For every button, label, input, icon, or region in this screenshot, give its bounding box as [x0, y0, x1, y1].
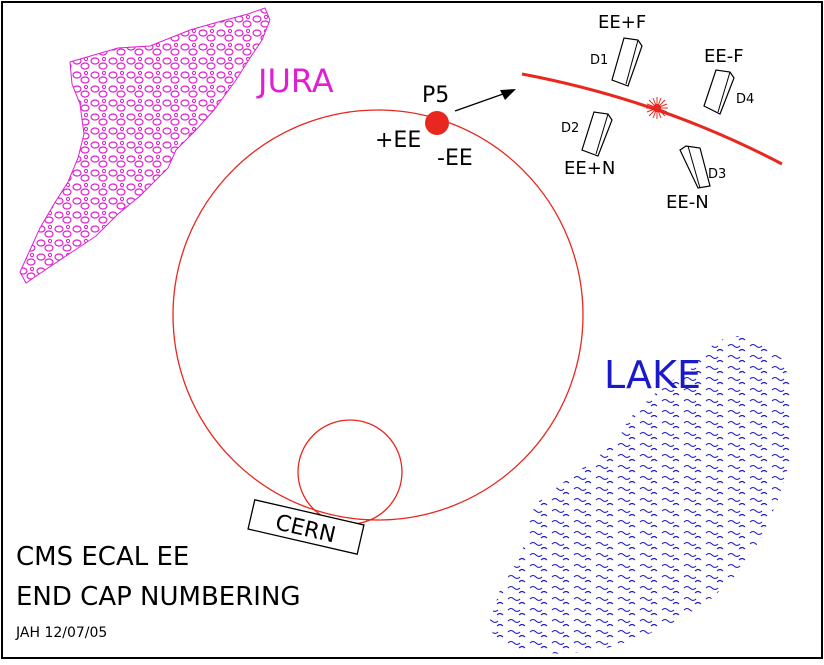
author-date: JAH 12/07/05 — [15, 625, 107, 641]
title-line-1: CMS ECAL EE — [16, 542, 189, 572]
endcap-ee-plus-f: EE+F D1 — [590, 12, 646, 87]
endcap-ee-minus-f-label: EE-F — [704, 46, 744, 67]
endcap-ee-plus-f-disk: D1 — [590, 53, 608, 68]
plus-ee-label: +EE — [375, 128, 421, 153]
endcap-ee-plus-n-disk: D2 — [561, 121, 579, 136]
lake-label: LAKE — [604, 353, 701, 397]
arrow-icon — [454, 89, 516, 112]
beamline — [521, 72, 783, 166]
minus-ee-label: -EE — [437, 146, 473, 171]
endcap-ee-minus-n: EE-N D3 — [666, 145, 726, 213]
jura-label: JURA — [256, 62, 334, 100]
p5-dot — [425, 111, 449, 135]
endcap-ee-minus-f: EE-F D4 — [703, 46, 754, 115]
sps-ring — [297, 419, 403, 525]
endcap-ee-minus-n-label: EE-N — [666, 192, 709, 213]
endcap-ee-minus-n-disk: D3 — [708, 167, 726, 182]
cern-box — [247, 499, 365, 555]
lake-region — [490, 336, 794, 654]
title-line-2: END CAP NUMBERING — [16, 582, 301, 612]
endcap-ee-plus-n: EE+N D2 — [561, 111, 615, 179]
starburst-icon — [646, 97, 668, 119]
endcap-ee-minus-f-disk: D4 — [736, 92, 754, 107]
jura-region — [19, 7, 271, 284]
p5-label: P5 — [422, 83, 449, 108]
lhc-ring — [172, 109, 584, 521]
endcap-ee-plus-n-label: EE+N — [564, 158, 615, 179]
endcap-ee-plus-f-label: EE+F — [598, 12, 646, 33]
